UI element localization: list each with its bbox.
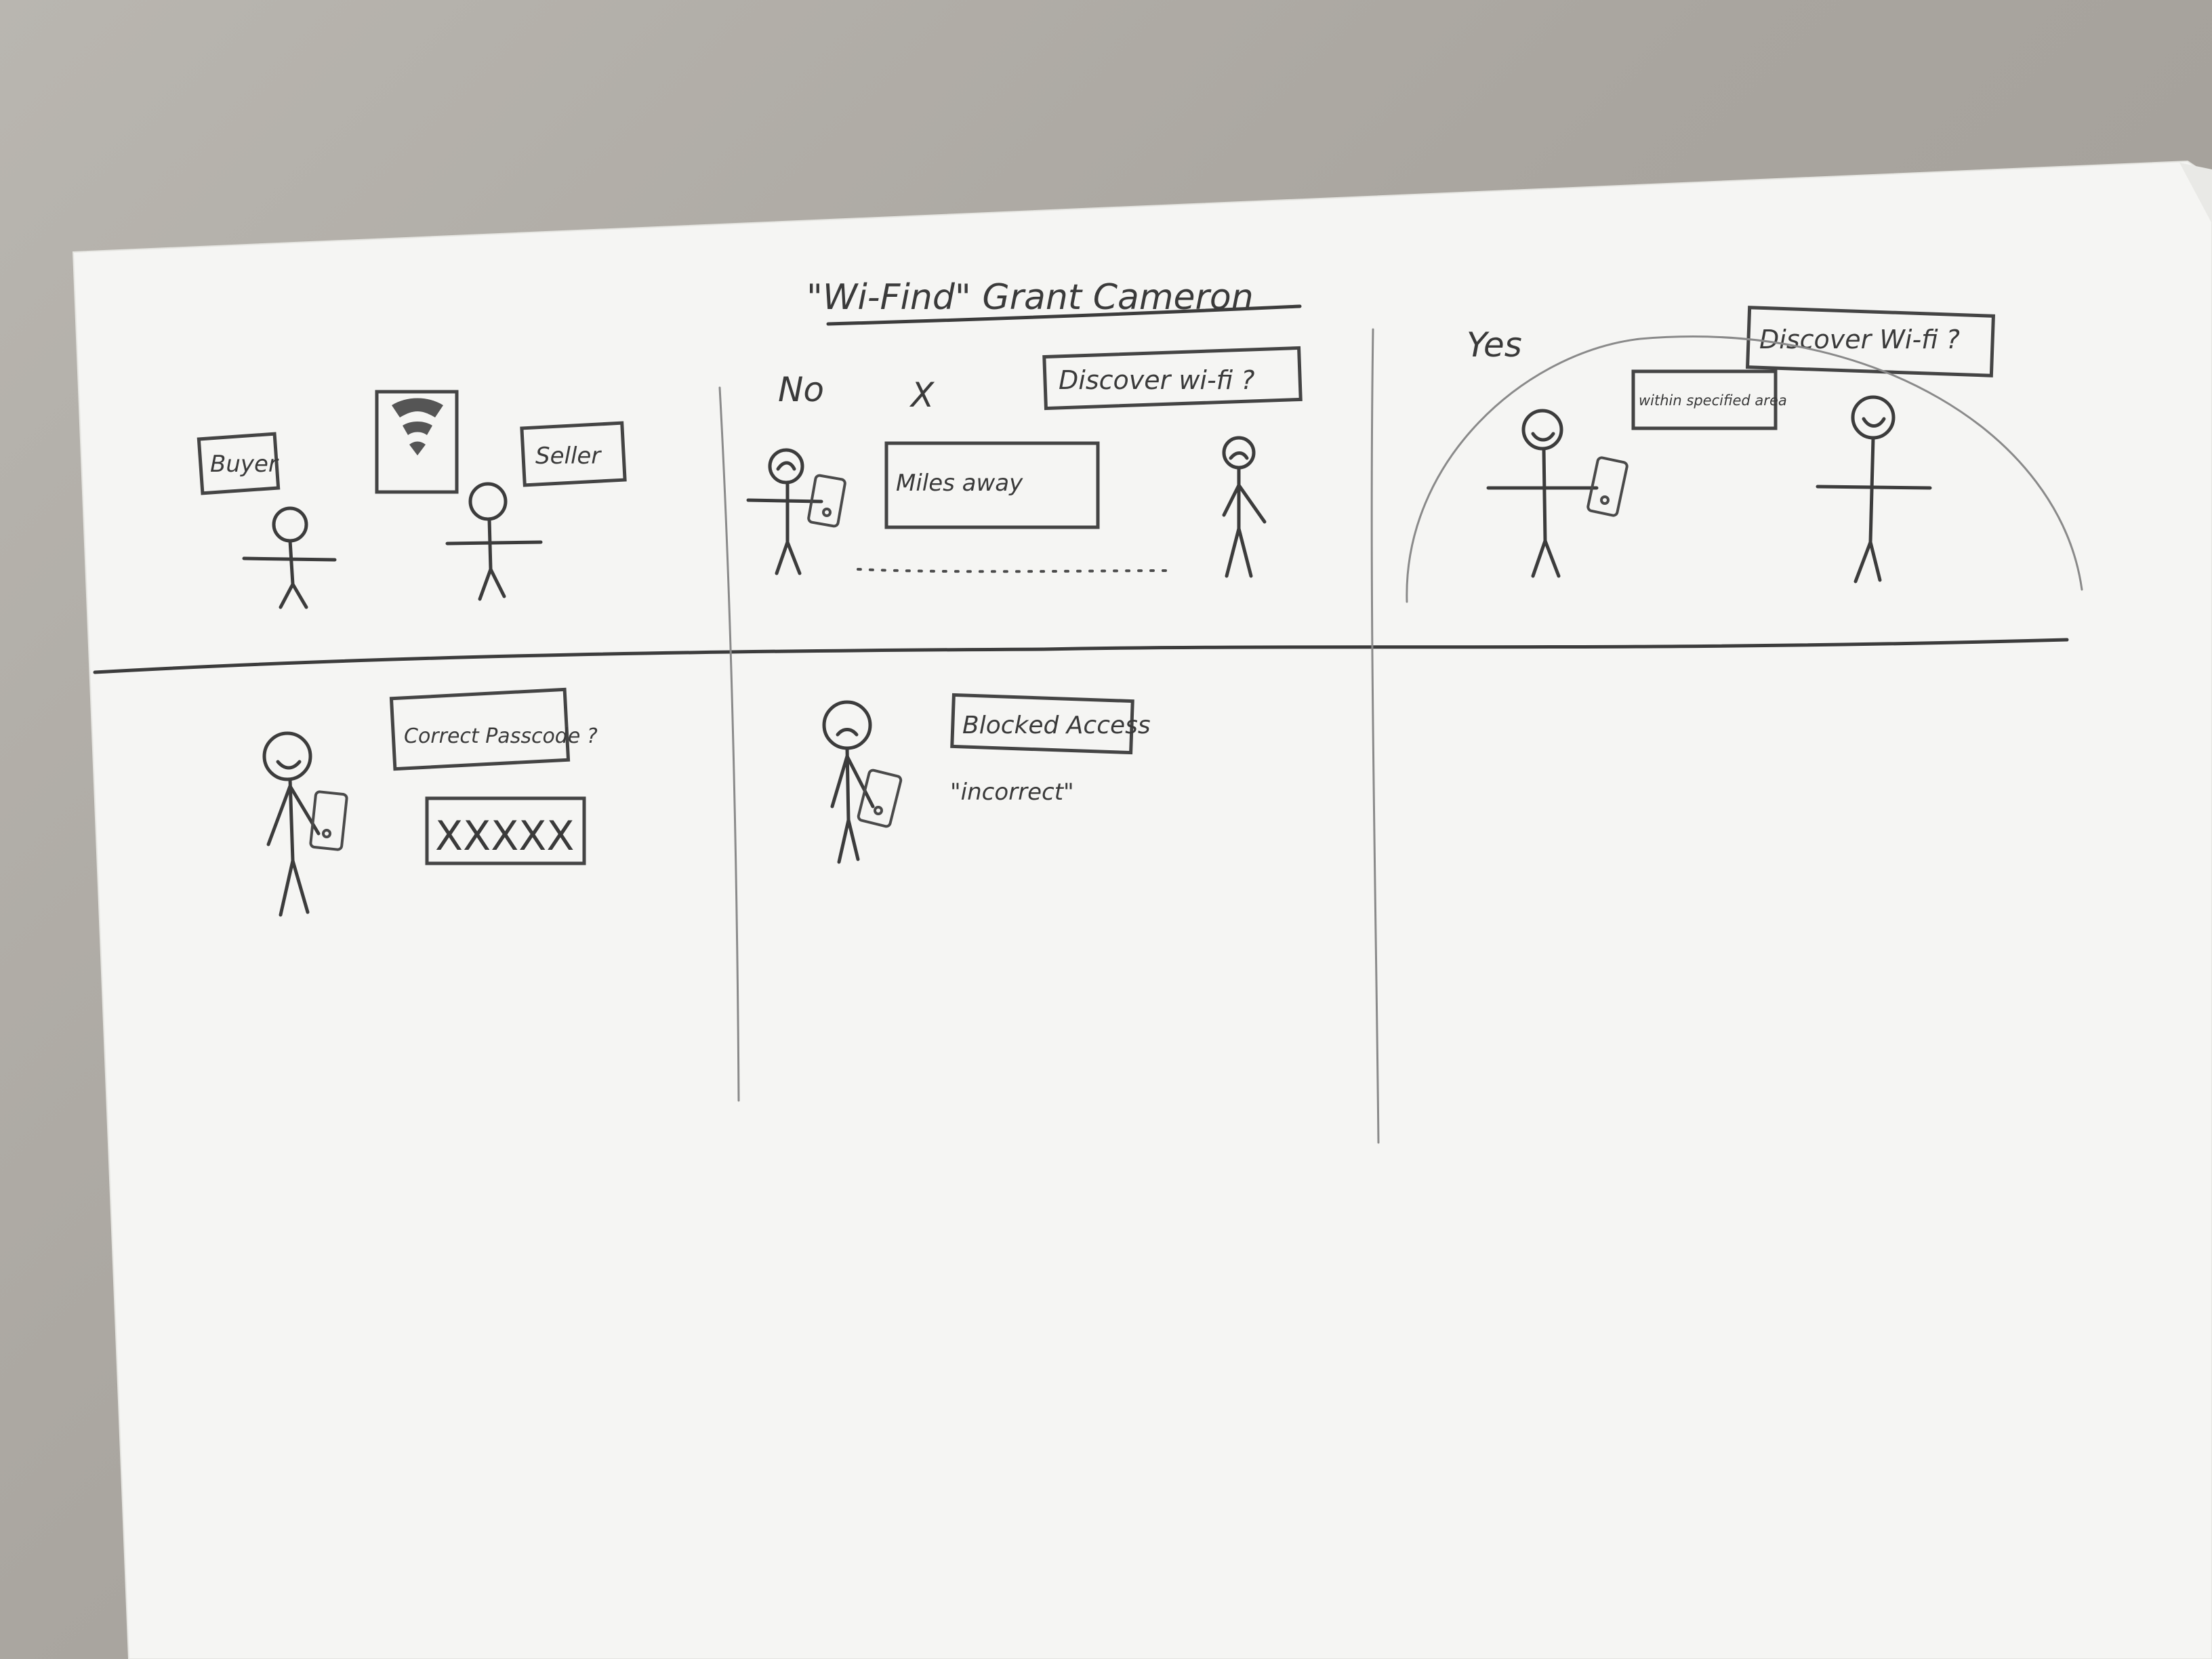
blocked-access-box [950, 693, 1134, 755]
miles-away-box [884, 441, 1100, 529]
phone-icon [857, 769, 903, 828]
distant-seller-figure [1222, 436, 1267, 578]
yes-user-figure [1486, 409, 1599, 578]
miles-away-note: Miles away [896, 470, 1023, 497]
wifi-icon [375, 390, 459, 494]
coverage-area-arc [1406, 335, 2083, 603]
panel-yes: Yes Discover Wi-fi ? within specified ar… [1406, 306, 2083, 603]
discover-prompt-box [1042, 346, 1303, 411]
passcode-prompt-box [389, 687, 571, 771]
panel-password: Correct Passcode ? XXXXX [262, 687, 598, 917]
yes-seller-figure [1816, 395, 1932, 583]
discover-prompt-box-yes [1745, 306, 1996, 377]
buyer-label-box [197, 432, 281, 495]
blocked-access-status: Blocked Access [962, 712, 1151, 739]
panel-blocked: Blocked Access "incorrect" [822, 693, 1151, 864]
buyer-figure [242, 506, 337, 609]
paper-fold [2179, 163, 2212, 224]
phone-icon [309, 790, 348, 851]
phone-icon [1586, 456, 1629, 517]
seller-label-box [520, 421, 627, 487]
discover-prompt: Discover wi-fi ? [1059, 365, 1254, 395]
phone-icon [807, 474, 846, 528]
yes-heading: Yes [1467, 325, 1522, 365]
distance-dotted-line [857, 568, 1172, 573]
seller-figure [445, 482, 543, 601]
paper-sheet [72, 160, 2212, 1659]
no-x-mark: X [909, 375, 935, 415]
panel-no: No X Discover wi-fi ? Miles away [746, 346, 1303, 578]
incorrect-quote: "incorrect" [950, 779, 1074, 806]
passcode-prompt: Correct Passcode ? [404, 724, 598, 748]
within-area-box [1631, 369, 1778, 430]
seller-label: Seller [535, 443, 602, 470]
vertical-divider-1 [718, 386, 740, 1102]
buyer-label: Buyer [210, 451, 279, 478]
discover-prompt-yes: Discover Wi-fi ? [1759, 325, 1960, 354]
password-masked: XXXXX [435, 813, 575, 860]
within-area-note: within specified area [1639, 392, 1787, 409]
password-field [425, 796, 586, 865]
blocked-user-figure [822, 700, 875, 864]
password-user-figure [262, 731, 321, 917]
horizontal-divider [93, 638, 2069, 674]
panel-intro: Buyer Seller [197, 390, 627, 609]
no-heading: No [778, 370, 824, 409]
vertical-divider-2 [1370, 328, 1380, 1144]
no-user-figure [746, 448, 823, 575]
title-underline [826, 304, 1302, 326]
